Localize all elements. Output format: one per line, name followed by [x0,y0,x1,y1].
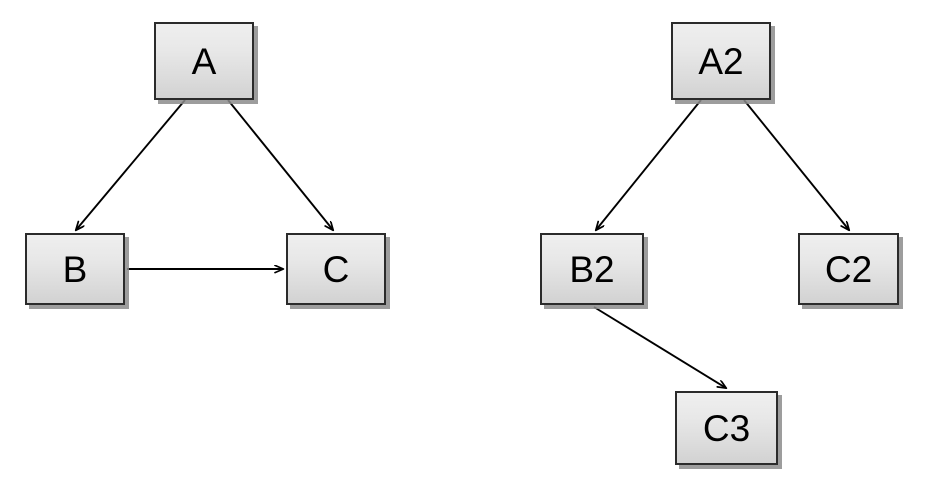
edge-A-to-B[interactable] [76,99,186,230]
node-B2[interactable]: B2 [540,233,644,305]
node-C3[interactable]: C3 [675,391,778,465]
node-label-B2: B2 [569,248,615,290]
node-label-C2: C2 [824,248,873,290]
edge-A2-to-B2[interactable] [596,99,702,230]
edge-A2-to-C2[interactable] [743,99,849,230]
node-label-C3: C3 [702,407,751,449]
node-label-B: B [62,248,88,290]
node-C[interactable]: C [286,233,386,305]
node-C2[interactable]: C2 [798,233,899,305]
node-label-C: C [322,248,350,290]
node-B[interactable]: B [25,233,125,305]
edge-B2-to-C3[interactable] [593,306,726,388]
node-A[interactable]: A [154,22,254,100]
edge-A-to-C[interactable] [227,99,333,230]
node-A2[interactable]: A2 [671,22,771,100]
node-label-A2: A2 [698,40,744,82]
node-label-A: A [191,40,217,82]
